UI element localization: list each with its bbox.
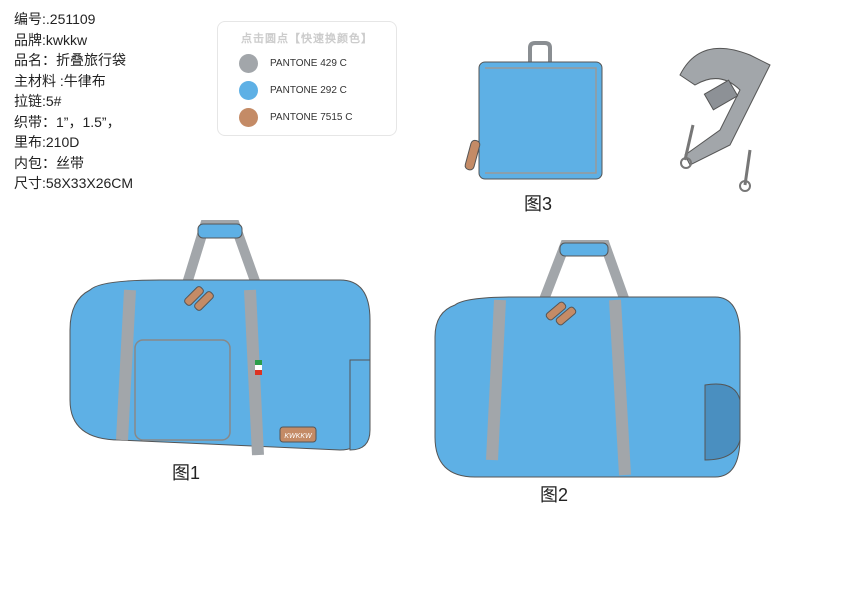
- spec-item: 织带：1”，1.5”，: [14, 113, 121, 130]
- color-dot[interactable]: [239, 54, 258, 73]
- figure-3-caption: 图3: [524, 194, 553, 214]
- figure-1-caption: 图1: [172, 463, 201, 483]
- swatch-title: 点击圆点【快速换颜色】: [241, 33, 373, 45]
- swatch-blue[interactable]: PANTONE 292 C: [239, 81, 396, 100]
- color-dot[interactable]: [239, 108, 258, 127]
- shoulder-strap-illustration: [679, 47, 771, 192]
- swatch-brown[interactable]: PANTONE 7515 C: [239, 108, 396, 127]
- color-swatch-panel: 点击圆点【快速换颜色】 PANTONE 429 C PANTONE 292 C …: [217, 21, 397, 136]
- folded-bag-illustration: [464, 41, 603, 180]
- color-dot[interactable]: [239, 81, 258, 100]
- bag-front-illustration: KWKKW: [69, 220, 371, 456]
- spec-item: 编号:.251109: [14, 11, 96, 27]
- swatch-label: PANTONE 7515 C: [270, 112, 353, 123]
- swatch-label: PANTONE 429 C: [270, 58, 347, 69]
- swatch-label: PANTONE 292 C: [270, 85, 347, 96]
- figure-2-caption: 图2: [540, 485, 569, 505]
- spec-list: 编号:.251109 品牌:kwkkw 品名：折叠旅行袋 主材料 :牛律布 拉链…: [14, 9, 133, 194]
- spec-item: 品牌:kwkkw: [14, 31, 88, 48]
- spec-item: 主材料 :牛律布: [14, 72, 106, 89]
- swatch-gray[interactable]: PANTONE 429 C: [239, 54, 396, 73]
- spec-item: 拉链:5#: [14, 93, 62, 109]
- spec-item: 品名：折叠旅行袋: [14, 52, 126, 68]
- brand-label: KWKKW: [284, 433, 313, 440]
- spec-item: 尺寸:58X33X26CM: [14, 175, 134, 191]
- bag-side-illustration: [434, 240, 741, 478]
- spec-item: 里布:210D: [14, 134, 80, 150]
- spec-item: 内包：丝带: [14, 154, 84, 171]
